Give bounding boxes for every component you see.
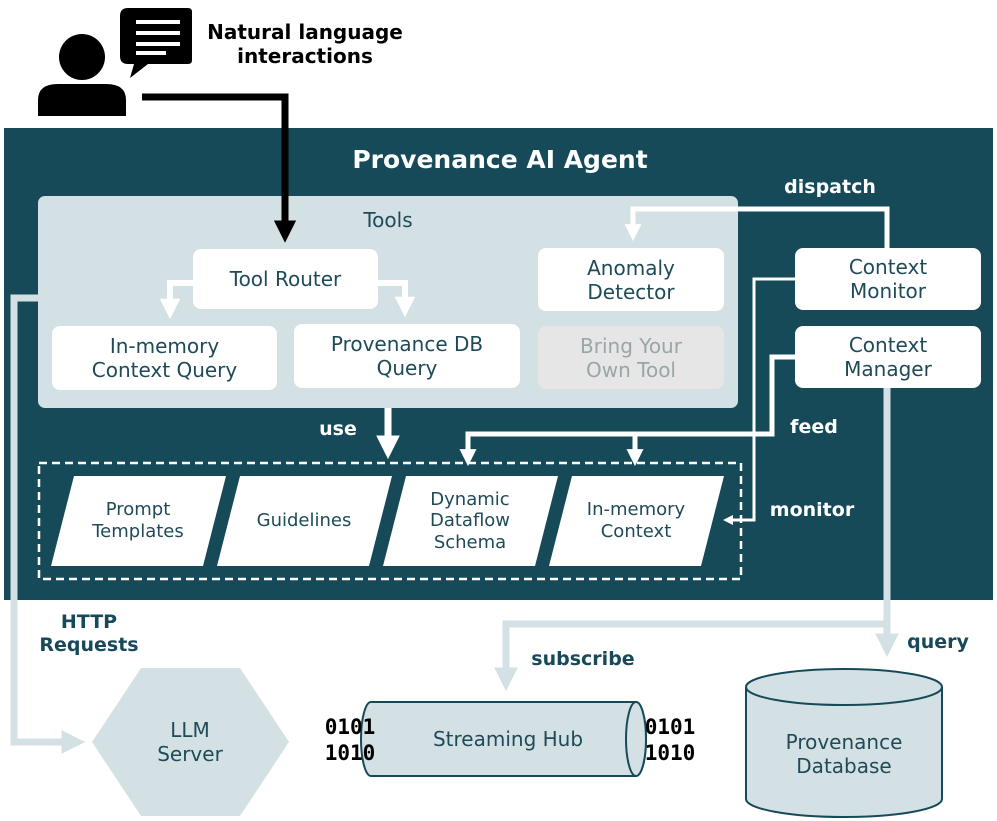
guidelines-shape bbox=[217, 476, 392, 566]
dataflow-schema-shape bbox=[383, 476, 558, 566]
agent-title: Provenance AI Agent bbox=[352, 145, 648, 174]
db-query-box bbox=[294, 324, 520, 388]
byot-label[interactable]: Bring Your Own Tool bbox=[580, 333, 682, 382]
guidelines-label: Guidelines bbox=[256, 510, 352, 532]
provenance-database-label: Provenance Database bbox=[785, 730, 903, 778]
streaming-hub-label: Streaming Hub bbox=[432, 727, 584, 751]
user-icon bbox=[38, 34, 126, 116]
llm-server-hexagon bbox=[92, 668, 289, 816]
binary-left: 0101 1010 bbox=[324, 714, 376, 765]
feed-label: feed bbox=[790, 415, 838, 438]
subscribe-label: subscribe bbox=[531, 647, 635, 670]
tools-title: Tools bbox=[363, 208, 413, 232]
query-label: query bbox=[907, 630, 969, 653]
in-memory-context-shape bbox=[549, 476, 724, 566]
http-arrow bbox=[10, 294, 86, 754]
router-to-memory-arrow bbox=[159, 280, 193, 320]
http-requests-label: HTTP Requests bbox=[39, 611, 139, 656]
monitor-arrow bbox=[722, 277, 795, 526]
in-memory-context-label: In-memory Context bbox=[586, 499, 686, 542]
provenance-database-cylinder bbox=[745, 668, 943, 818]
context-manager-label[interactable]: Context Manager bbox=[844, 333, 932, 381]
router-to-db-arrow bbox=[378, 280, 416, 318]
byot-box bbox=[538, 326, 724, 389]
user-to-router-arrow bbox=[142, 93, 297, 243]
context-monitor-box bbox=[795, 248, 981, 310]
monitor-label: monitor bbox=[769, 498, 855, 521]
dataflow-schema-label: Dynamic Dataflow Schema bbox=[429, 488, 511, 553]
user-caption: Natural language interactions bbox=[207, 20, 403, 68]
chat-bubble-icon bbox=[120, 8, 192, 78]
streaming-hub-tube bbox=[360, 701, 647, 777]
anomaly-detector-box bbox=[538, 248, 724, 311]
context-manager-box bbox=[795, 326, 981, 388]
memory-query-box bbox=[52, 326, 277, 390]
use-label: use bbox=[319, 417, 357, 440]
tool-router-label[interactable]: Tool Router bbox=[229, 267, 342, 291]
memory-query-label[interactable]: In-memory Context Query bbox=[91, 334, 238, 382]
context-monitor-label[interactable]: Context Monitor bbox=[848, 255, 928, 303]
prompt-templates-shape bbox=[51, 476, 226, 566]
feed-arrow bbox=[459, 354, 795, 467]
tool-router-box bbox=[193, 249, 378, 309]
binary-right: 0101 1010 bbox=[644, 714, 696, 765]
dispatch-arrow bbox=[624, 206, 890, 248]
anomaly-detector-label[interactable]: Anomaly Detector bbox=[587, 255, 675, 304]
prompt-templates-label: Prompt Templates bbox=[92, 499, 184, 542]
llm-server-label: LLM Server bbox=[157, 718, 223, 766]
subscribe-arrow bbox=[494, 620, 887, 692]
dispatch-label: dispatch bbox=[784, 175, 876, 198]
db-query-label[interactable]: Provenance DB Query bbox=[330, 332, 484, 380]
